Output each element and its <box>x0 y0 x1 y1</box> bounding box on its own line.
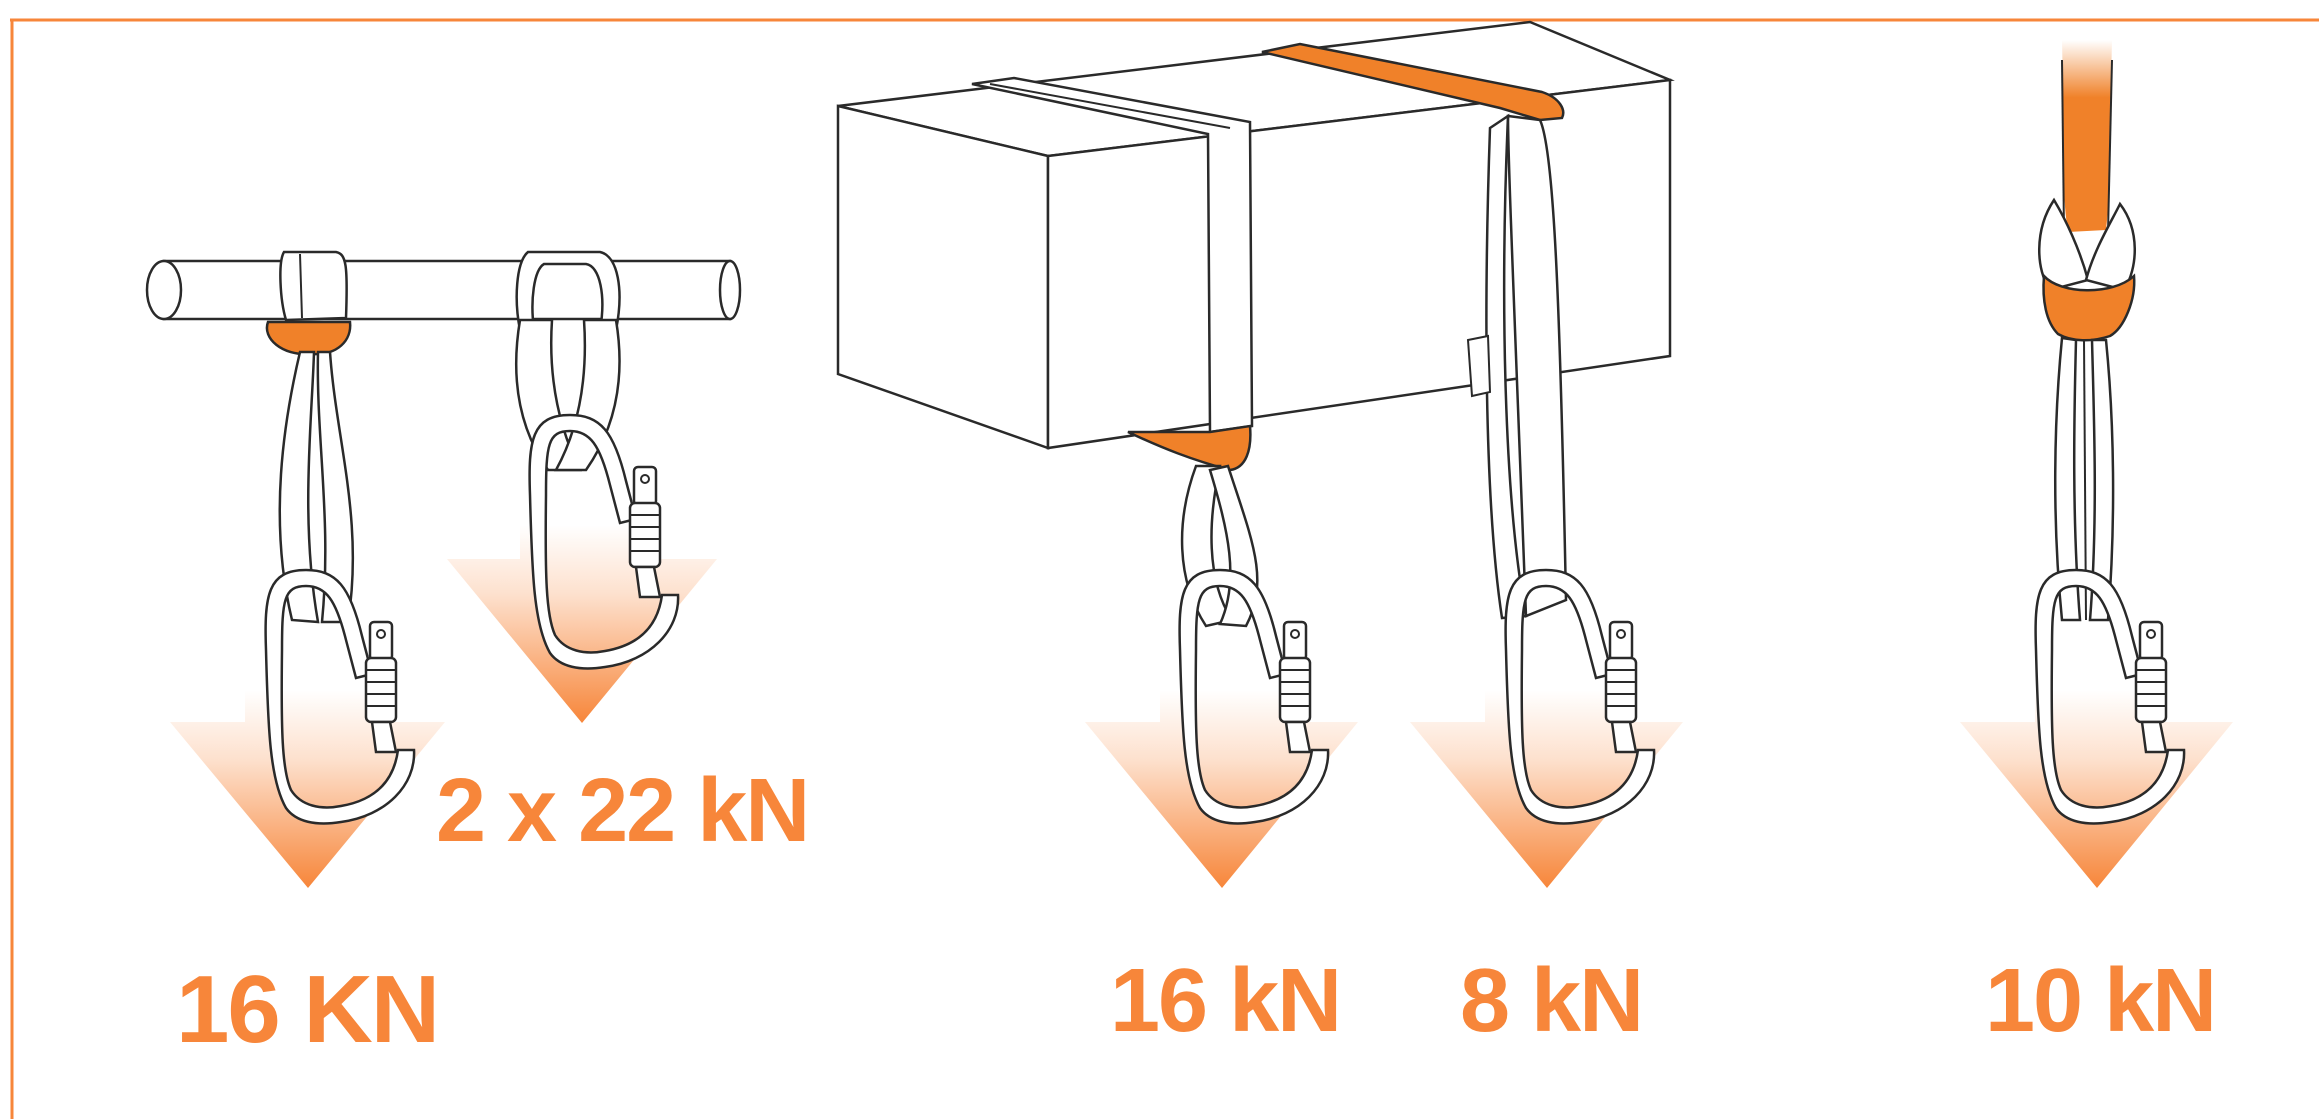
knotted-sling <box>2034 40 2186 825</box>
girth-hitch-sling <box>264 250 416 825</box>
load-arrow <box>170 690 445 888</box>
load-arrow <box>447 525 717 723</box>
load-arrow <box>1960 690 2233 888</box>
load-label-knotted: 10 kN <box>1985 951 2217 1051</box>
beam-basket-sling <box>1261 42 1656 825</box>
load-label-girth-bar: 16 KN <box>176 956 440 1063</box>
basket-hitch-sling <box>514 250 680 670</box>
load-label-girth-beam: 16 kN <box>1110 951 1342 1051</box>
beam-girth-sling <box>971 76 1330 825</box>
load-label-basket-beam: 8 kN <box>1460 951 1644 1051</box>
load-label-basket-bar: 2 x 22 kN <box>436 761 810 861</box>
horizontal-bar <box>145 259 742 321</box>
